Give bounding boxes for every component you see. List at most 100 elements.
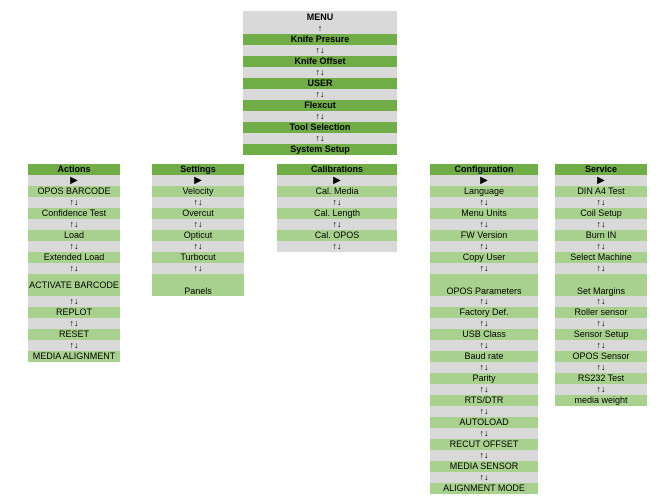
configuration-column: Configuration ▶ Language ↑↓ Menu Units ↑…	[430, 164, 538, 494]
menu-item-system-setup: System Setup	[243, 144, 397, 155]
arrows-icon: ↑↓	[28, 296, 120, 307]
menu-arrow-up: ↑	[243, 23, 397, 34]
arrows-icon: ↑↓	[152, 197, 244, 208]
service-item-din-a4-test: DIN A4 Test	[555, 186, 647, 197]
service-item-select-machine: Select Machine	[555, 252, 647, 263]
arrows-icon: ↑↓	[430, 241, 538, 252]
service-item-sensor-setup: Sensor Setup	[555, 329, 647, 340]
arrows-icon: ↑↓	[152, 219, 244, 230]
arrows-icon: ↑↓	[277, 219, 397, 230]
settings-item-panels: Panels	[152, 274, 244, 296]
arrows-icon: ↑↓	[28, 318, 120, 329]
arrows-icon: ↑↓	[28, 241, 120, 252]
menu-arrows: ↑↓	[243, 45, 397, 56]
arrows-icon: ↑↓	[152, 263, 244, 274]
triangle-icon: ▶	[430, 175, 538, 186]
arrows-icon: ↑↓	[430, 406, 538, 417]
arrows-icon: ↑↓	[430, 296, 538, 307]
service-item-burn-in: Burn IN	[555, 230, 647, 241]
settings-column: Settings ▶ Velocity ↑↓ Overcut ↑↓ Opticu…	[152, 164, 244, 296]
configuration-item-copy-user: Copy User	[430, 252, 538, 263]
configuration-item-opos-parameters: OPOS Parameters	[430, 274, 538, 296]
arrows-icon: ↑↓	[152, 241, 244, 252]
service-item-media-weight: media weight	[555, 395, 647, 406]
calibrations-header: Calibrations	[277, 164, 397, 175]
actions-item-confidence-test: Confidence Test	[28, 208, 120, 219]
configuration-item-menu-units: Menu Units	[430, 208, 538, 219]
arrows-icon: ↑↓	[555, 296, 647, 307]
menu-item-tool-selection: Tool Selection	[243, 122, 397, 133]
arrows-icon: ↑↓	[430, 472, 538, 483]
actions-item-media-alignment: MEDIA ALIGNMENT	[28, 351, 120, 362]
actions-item-activate-barcode: ACTIVATE BARCODE	[28, 274, 120, 296]
arrows-icon: ↑↓	[28, 263, 120, 274]
service-item-roller-sensor: Roller sensor	[555, 307, 647, 318]
arrows-icon: ↑↓	[277, 241, 397, 252]
calibrations-item-cal-media: Cal. Media	[277, 186, 397, 197]
arrows-icon: ↑↓	[28, 219, 120, 230]
arrows-icon: ↑↓	[430, 362, 538, 373]
actions-item-extended-load: Extended Load	[28, 252, 120, 263]
service-column: Service ▶ DIN A4 Test ↑↓ Coil Setup ↑↓ B…	[555, 164, 647, 406]
service-item-coil-setup: Coil Setup	[555, 208, 647, 219]
configuration-item-factory-def: Factory Def.	[430, 307, 538, 318]
configuration-item-fw-version: FW Version	[430, 230, 538, 241]
menu-arrows: ↑↓	[243, 67, 397, 78]
menu-item-knife-presure: Knife Presure	[243, 34, 397, 45]
configuration-item-autoload: AUTOLOAD	[430, 417, 538, 428]
calibrations-item-cal-opos: Cal. OPOS	[277, 230, 397, 241]
configuration-item-language: Language	[430, 186, 538, 197]
service-item-set-margins: Set Margins	[555, 274, 647, 296]
menu-arrows: ↑↓	[243, 111, 397, 122]
menu-title: MENU	[243, 11, 397, 23]
triangle-icon: ▶	[152, 175, 244, 186]
configuration-item-recut-offset: RECUT OFFSET	[430, 439, 538, 450]
settings-item-velocity: Velocity	[152, 186, 244, 197]
settings-header: Settings	[152, 164, 244, 175]
arrows-icon: ↑↓	[430, 384, 538, 395]
arrows-icon: ↑↓	[555, 219, 647, 230]
settings-item-overcut: Overcut	[152, 208, 244, 219]
configuration-item-alignment-mode: ALIGNMENT MODE	[430, 483, 538, 494]
actions-header: Actions	[28, 164, 120, 175]
service-item-rs232-test: RS232 Test	[555, 373, 647, 384]
triangle-icon: ▶	[28, 175, 120, 186]
arrows-icon: ↑↓	[277, 197, 397, 208]
arrows-icon: ↑↓	[430, 428, 538, 439]
arrows-icon: ↑↓	[430, 197, 538, 208]
arrows-icon: ↑↓	[430, 318, 538, 329]
arrows-icon: ↑↓	[555, 318, 647, 329]
actions-item-replot: REPLOT	[28, 307, 120, 318]
configuration-item-rts-dtr: RTS/DTR	[430, 395, 538, 406]
menu-column: MENU ↑ Knife Presure ↑↓ Knife Offset ↑↓ …	[243, 11, 397, 155]
menu-arrows: ↑↓	[243, 89, 397, 100]
actions-item-load: Load	[28, 230, 120, 241]
menu-item-user: USER	[243, 78, 397, 89]
configuration-item-baud-rate: Baud rate	[430, 351, 538, 362]
calibrations-column: Calibrations ▶ Cal. Media ↑↓ Cal. Length…	[277, 164, 397, 252]
arrows-icon: ↑↓	[430, 263, 538, 274]
arrows-icon: ↑↓	[555, 340, 647, 351]
menu-arrows: ↑↓	[243, 133, 397, 144]
actions-item-reset: RESET	[28, 329, 120, 340]
arrows-icon: ↑↓	[555, 362, 647, 373]
actions-column: Actions ▶ OPOS BARCODE ↑↓ Confidence Tes…	[28, 164, 120, 362]
settings-item-opticut: Opticut	[152, 230, 244, 241]
arrows-icon: ↑↓	[555, 197, 647, 208]
settings-item-turbocut: Turbocut	[152, 252, 244, 263]
arrows-icon: ↑↓	[430, 340, 538, 351]
arrows-icon: ↑↓	[555, 263, 647, 274]
arrows-icon: ↑↓	[555, 241, 647, 252]
calibrations-item-cal-length: Cal. Length	[277, 208, 397, 219]
configuration-item-usb-class: USB Class	[430, 329, 538, 340]
configuration-header: Configuration	[430, 164, 538, 175]
arrows-icon: ↑↓	[28, 340, 120, 351]
configuration-item-media-sensor: MEDIA SENSOR	[430, 461, 538, 472]
triangle-icon: ▶	[277, 175, 397, 186]
triangle-icon: ▶	[555, 175, 647, 186]
service-header: Service	[555, 164, 647, 175]
menu-item-knife-offset: Knife Offset	[243, 56, 397, 67]
arrows-icon: ↑↓	[430, 450, 538, 461]
arrows-icon: ↑↓	[430, 219, 538, 230]
configuration-item-parity: Parity	[430, 373, 538, 384]
